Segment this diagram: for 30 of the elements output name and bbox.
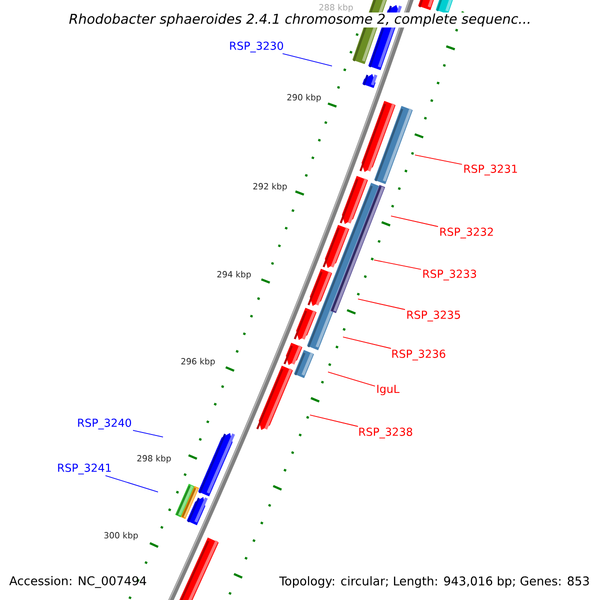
gene-label: RSP_3233 bbox=[423, 270, 476, 280]
leader-line bbox=[132, 430, 164, 438]
gene-label: RSP_3236 bbox=[392, 350, 446, 360]
tick-label: 294 kbp bbox=[217, 270, 251, 280]
tick-label: 298 kbp bbox=[137, 454, 171, 464]
leader-line bbox=[310, 414, 358, 427]
tick-label: 288 kbp bbox=[319, 4, 353, 12]
tick-label: 292 kbp bbox=[253, 182, 287, 192]
summary-text: Topology: circular; Length: 943,016 bp; Genes: 853 bbox=[279, 576, 589, 588]
title: Rhodobacter sphaeroides 2.4.1 chromosome 2, complete sequenc... bbox=[68, 12, 532, 28]
gene-label: RSP_3235 bbox=[407, 310, 460, 322]
gene-label: RSP_3230 bbox=[230, 42, 284, 52]
tick-label: 300 kbp bbox=[104, 532, 138, 540]
leader-line bbox=[105, 475, 158, 492]
tick-label: 290 kbp bbox=[287, 94, 321, 102]
gene-label: RSP_3238 bbox=[359, 428, 412, 438]
leader-line bbox=[390, 216, 438, 227]
gene-label: RSP_3232 bbox=[440, 228, 493, 238]
gene-label: RSP_3241 bbox=[58, 464, 111, 474]
gene-label: RSP_3231 bbox=[464, 164, 517, 176]
leader-line bbox=[374, 260, 422, 270]
gene-label: IguL bbox=[377, 384, 400, 396]
leader-line bbox=[282, 53, 332, 66]
leader-line bbox=[342, 336, 392, 349]
leader-line bbox=[358, 298, 406, 310]
tick-label: 296 kbp bbox=[181, 358, 215, 366]
accession-text: Accession: NC_007494 bbox=[9, 576, 146, 588]
leader-line bbox=[328, 372, 376, 387]
leader-line bbox=[414, 154, 462, 165]
gene-label: RSP_3240 bbox=[78, 418, 132, 430]
